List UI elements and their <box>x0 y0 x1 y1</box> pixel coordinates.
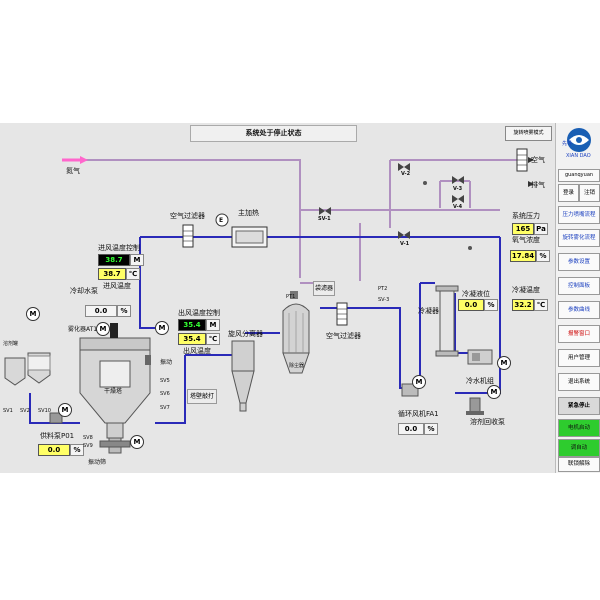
motor-chiller-button[interactable]: M <box>497 356 511 370</box>
feed-pump-label: 供料泵P01 <box>40 432 75 440</box>
valve-tag-sv5: SV5 <box>160 378 170 384</box>
rotary-atomizing-mode-button[interactable]: 旋转喷雾模式 <box>505 126 552 141</box>
outlet-temp-label: 出风温度 <box>183 347 211 355</box>
motor-atomizer-button[interactable]: M <box>96 322 110 336</box>
current-user: guanqyuan <box>558 169 600 182</box>
outlet-temp-unit: ℃ <box>206 333 220 345</box>
motor-recovery-pump-button[interactable]: M <box>487 385 501 399</box>
cyclone-label: 旋风分离器 <box>228 330 263 338</box>
oxygen-unit: % <box>536 250 550 262</box>
auto-mode-button[interactable]: 调自动 <box>558 439 600 457</box>
valve-tag-sv6: SV6 <box>160 391 170 397</box>
inlet-temp-value: 38.7 <box>98 268 126 280</box>
e-indicator: E <box>219 217 224 224</box>
feed-pump-value: 0.0 <box>38 444 70 456</box>
valve-tag-sv8: SV8 <box>83 435 93 441</box>
interlock-release-button[interactable]: 联锁解除 <box>558 457 600 472</box>
nav-alarm-window[interactable]: 报警窗口 <box>558 325 600 343</box>
dissolving-tank-label: 溶剂罐 <box>3 341 19 347</box>
cooling-pump-value: 0.0 <box>85 305 117 317</box>
feed-pump-unit: % <box>70 444 84 456</box>
cooling-pump-label: 冷却水泵 <box>70 287 98 295</box>
solvent-recovery-label: 溶剂回收泵 <box>470 418 505 426</box>
valve-v2-label: V-2 <box>401 171 411 177</box>
inlet-temp-unit: ℃ <box>126 268 140 280</box>
inlet-temp-setpoint[interactable]: 38.7 <box>98 254 130 266</box>
condense-temp-label: 冷凝温度 <box>512 286 540 294</box>
scada-screen: 系统处于停止状态 旋转喷雾模式 氮气 空气 排气 V-2 V-3 V-4 V-1… <box>0 123 600 473</box>
motor-cooling-button[interactable]: M <box>155 321 169 335</box>
condense-level-value: 0.0 <box>458 299 484 311</box>
company-logo <box>567 128 591 152</box>
condense-level-label: 冷凝液位 <box>462 290 490 298</box>
valve-tag-sv7: SV7 <box>160 405 170 411</box>
nav-exit-system[interactable]: 退出系统 <box>558 373 600 391</box>
sidebar: 先导 XIAN DAO guanqyuan 登录 注销 压力喷嘴流程 旋转雾化流… <box>555 123 600 473</box>
emergency-stop-button[interactable]: 紧急停止 <box>558 397 600 415</box>
air-filter-mid-label: 空气过滤器 <box>326 332 361 340</box>
air-label: 空气 <box>531 156 545 164</box>
motor-vibrator-button[interactable]: M <box>130 435 144 449</box>
dedust-label: 除尘器 <box>289 363 305 369</box>
oxygen-value: 17.84 <box>510 250 536 262</box>
motor-tank-button[interactable]: M <box>26 307 40 321</box>
pressure-tag-pt2: PT2 <box>378 286 388 292</box>
motor-start-button[interactable]: 电机启动 <box>558 419 600 437</box>
nav-pressure-nozzle-flow[interactable]: 压力喷嘴流程 <box>558 206 600 224</box>
atomizer-label: 雾化器AT1 <box>68 326 98 333</box>
valve-sv1-label: SV-1 <box>318 216 331 222</box>
nav-parameter-curves[interactable]: 参数曲线 <box>558 301 600 319</box>
main-heater-label: 主加热 <box>238 209 259 217</box>
logout-button[interactable]: 注销 <box>579 184 600 202</box>
dryer-label: 干燥塔 <box>104 388 123 395</box>
condense-temp-value: 32.2 <box>512 299 534 311</box>
valve-tag-sv3: SV-3 <box>378 297 390 303</box>
air-filter-top-label: 空气过滤器 <box>170 212 205 220</box>
outlet-mode-indicator[interactable]: M <box>206 319 220 331</box>
inlet-temp-control-label: 进风温度控制 <box>98 244 140 252</box>
outlet-temp-control-label: 出风温度控制 <box>178 309 220 317</box>
nav-user-management[interactable]: 用户管理 <box>558 349 600 367</box>
cooling-pump-unit: % <box>117 305 131 317</box>
logo-text: 先导 <box>562 141 573 147</box>
valve-v1-label: V-1 <box>400 241 410 247</box>
valve-v4-label: V-4 <box>453 204 463 210</box>
knock-wall-button[interactable]: 塔壁敲打 <box>187 389 217 404</box>
condenser-label: 冷凝器 <box>418 307 439 315</box>
process-diagram <box>4 148 534 454</box>
condense-level-unit: % <box>484 299 498 311</box>
motor-fan-button[interactable]: M <box>412 375 426 389</box>
bag-filter-button[interactable]: 袋滤器 <box>313 281 335 296</box>
valve-tag-sv9: SV9 <box>83 443 93 449</box>
vibration-label: 振动 <box>160 359 173 366</box>
nav-control-panel[interactable]: 控制面板 <box>558 277 600 295</box>
inlet-mode-indicator[interactable]: M <box>130 254 144 266</box>
nav-parameter-settings[interactable]: 参数设置 <box>558 253 600 271</box>
nitrogen-label: 氮气 <box>66 167 80 175</box>
valve-v3-label: V-3 <box>453 186 463 192</box>
circulation-fan-value: 0.0 <box>398 423 424 435</box>
vibrator-label: 振动筛 <box>88 459 107 466</box>
condense-temp-unit: ℃ <box>534 299 548 311</box>
system-status-title: 系统处于停止状态 <box>190 125 357 142</box>
system-pressure-label: 系统压力 <box>512 212 540 220</box>
circulation-fan-label: 循环风机FA1 <box>398 410 439 418</box>
system-pressure-value: 165 <box>512 223 534 235</box>
outlet-temp-setpoint[interactable]: 35.4 <box>178 319 206 331</box>
system-pressure-unit: Pa <box>534 223 548 235</box>
exhaust-label: 排气 <box>531 181 545 189</box>
motor-feed-pump-button[interactable]: M <box>58 403 72 417</box>
login-button[interactable]: 登录 <box>558 184 579 202</box>
logo-subtext: XIAN DAO <box>566 153 591 159</box>
valve-tag-sv1: SV1 <box>3 408 13 414</box>
pressure-tag-pt1: PT1 <box>286 294 296 300</box>
chiller-label: 冷水机组 <box>466 377 494 385</box>
valve-tag-sv2: SV2 <box>20 408 30 414</box>
oxygen-label: 氧气浓度 <box>512 236 540 244</box>
outlet-temp-value: 35.4 <box>178 333 206 345</box>
nav-rotary-atomizing-flow[interactable]: 旋转雾化流程 <box>558 229 600 247</box>
inlet-temp-label: 进风温度 <box>103 282 131 290</box>
circulation-fan-unit: % <box>424 423 438 435</box>
valve-tag-sv10: SV10 <box>38 408 51 414</box>
